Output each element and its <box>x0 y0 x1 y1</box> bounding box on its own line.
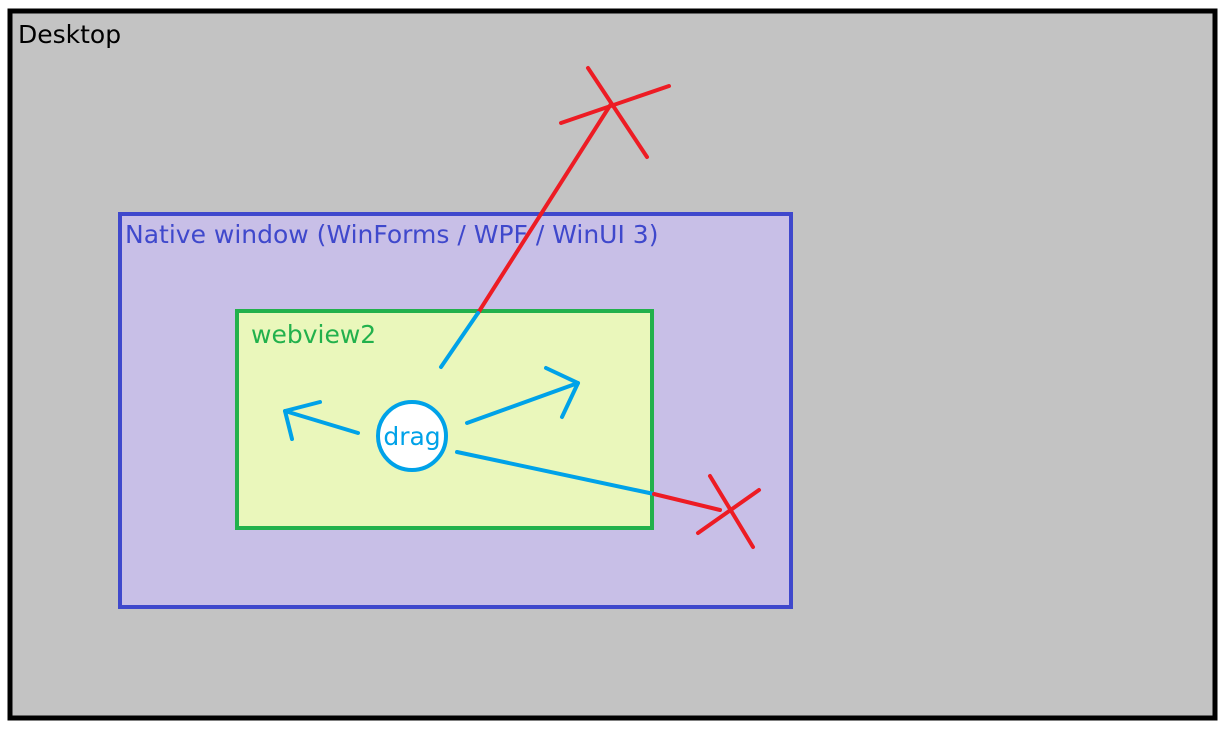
arrowhead-icon <box>544 366 580 419</box>
drag-node <box>376 400 448 472</box>
allowed-drag-path-right <box>455 450 656 496</box>
drag-node-label: drag <box>383 422 440 451</box>
arrowhead-icon <box>283 400 322 441</box>
webview2-area <box>235 309 654 530</box>
allowed-drag-arrow-right <box>465 366 580 425</box>
blocked-drag-path-up <box>476 102 613 315</box>
x-cross-icon <box>559 66 671 159</box>
blocked-drag-path-right <box>652 492 722 512</box>
x-cross-icon <box>696 474 761 549</box>
webview2-label: webview2 <box>251 320 376 349</box>
desktop-label: Desktop <box>18 20 121 49</box>
allowed-drag-arrow-left <box>283 400 360 441</box>
allowed-drag-path-up <box>439 311 480 369</box>
native-window-label: Native window (WinForms / WPF / WinUI 3) <box>125 220 658 249</box>
